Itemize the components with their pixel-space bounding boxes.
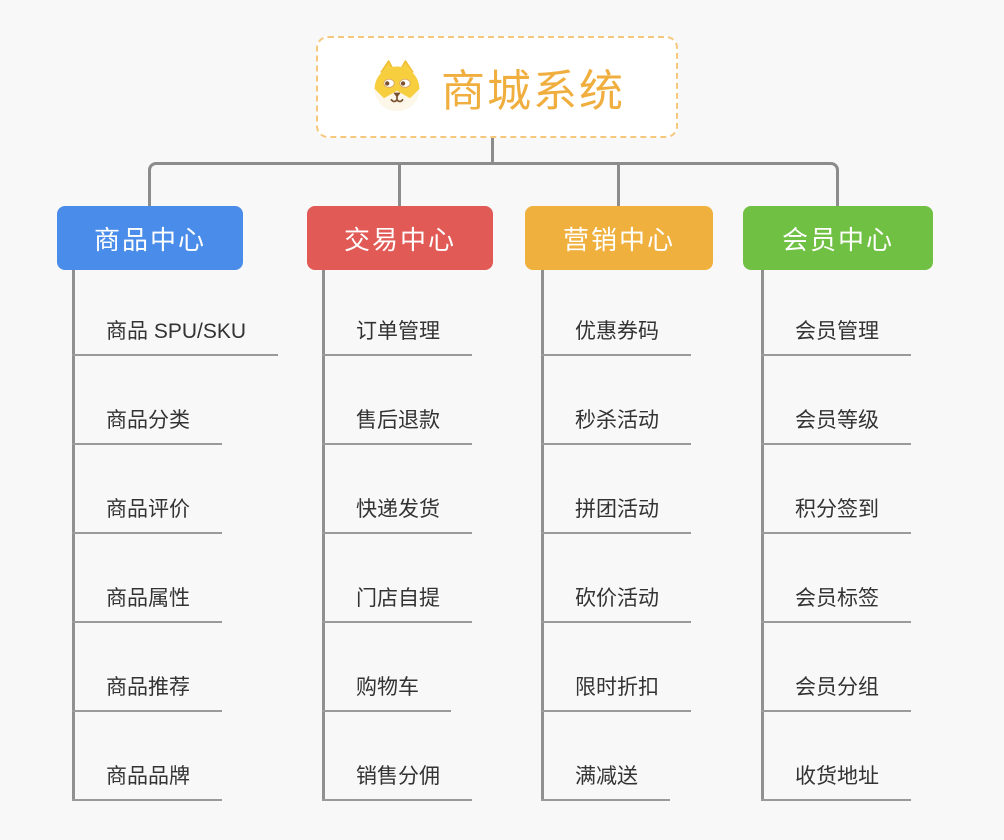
connector-stem bbox=[761, 270, 764, 801]
connector-drop bbox=[398, 164, 401, 206]
topic-item[interactable]: 收货地址 bbox=[761, 764, 911, 801]
connector-stem bbox=[72, 270, 75, 801]
topic-item[interactable]: 砍价活动 bbox=[541, 586, 691, 623]
connector-trunk bbox=[491, 138, 494, 165]
topic-item[interactable]: 快递发货 bbox=[322, 497, 472, 534]
connector-stem bbox=[541, 270, 544, 801]
topic-item[interactable]: 积分签到 bbox=[761, 497, 911, 534]
topic-item[interactable]: 会员分组 bbox=[761, 675, 911, 712]
topic-item[interactable]: 拼团活动 bbox=[541, 497, 691, 534]
topic-item[interactable]: 商品评价 bbox=[72, 497, 222, 534]
branch-node-marketing-center[interactable]: 营销中心 bbox=[525, 206, 713, 270]
topic-item[interactable]: 会员管理 bbox=[761, 319, 911, 356]
topic-item[interactable]: 销售分佣 bbox=[322, 764, 472, 801]
topic-item[interactable]: 订单管理 bbox=[322, 319, 472, 356]
topic-item[interactable]: 商品 SPU/SKU bbox=[72, 319, 279, 356]
topic-item[interactable]: 优惠券码 bbox=[541, 319, 691, 356]
topic-item[interactable]: 秒杀活动 bbox=[541, 408, 691, 445]
topic-item[interactable]: 会员等级 bbox=[761, 408, 911, 445]
topic-item[interactable]: 商品属性 bbox=[72, 586, 222, 623]
topic-item[interactable]: 商品推荐 bbox=[72, 675, 222, 712]
branch-node-trade-center[interactable]: 交易中心 bbox=[307, 206, 493, 270]
connector-rail bbox=[148, 162, 839, 206]
topic-item[interactable]: 购物车 bbox=[322, 675, 451, 712]
connector-stem bbox=[322, 270, 325, 801]
connector-drop bbox=[617, 164, 620, 206]
topic-item[interactable]: 限时折扣 bbox=[541, 675, 691, 712]
topic-item[interactable]: 商品分类 bbox=[72, 408, 222, 445]
topic-item[interactable]: 会员标签 bbox=[761, 586, 911, 623]
branch-node-product-center[interactable]: 商品中心 bbox=[57, 206, 243, 270]
topic-item[interactable]: 售后退款 bbox=[322, 408, 472, 445]
topic-item[interactable]: 商品品牌 bbox=[72, 764, 222, 801]
topic-item[interactable]: 门店自提 bbox=[322, 586, 472, 623]
root-node[interactable]: 商城系统 bbox=[316, 36, 678, 138]
topic-item[interactable]: 满减送 bbox=[541, 764, 670, 801]
root-title: 商城系统 bbox=[441, 67, 625, 116]
branch-node-member-center[interactable]: 会员中心 bbox=[743, 206, 933, 270]
shiba-dog-icon bbox=[369, 59, 425, 115]
